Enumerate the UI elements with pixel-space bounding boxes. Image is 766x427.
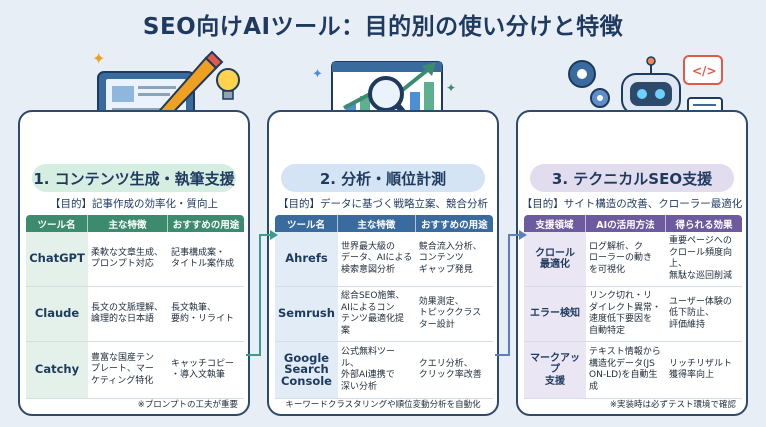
column-header: 主な特徴	[88, 215, 168, 232]
tool-use: 競合流入分析、コンテンツギャップ発見	[415, 232, 493, 287]
tool-use: クエリ分析、クリック率改善	[415, 342, 493, 399]
section-purpose: 【目的】データに基づく戦略立案、競合分析	[278, 198, 488, 210]
table-row: ChatGPT 柔軟な文章生成、プロンプト対応 記事構成案・タイトル案作成	[26, 232, 244, 287]
tool-feature: 豊富な国産テンプレート、マーケティング特化	[88, 342, 168, 399]
svg-text:</>: </>	[692, 64, 717, 78]
tool-feature: 長文の文脈理解、論理的な日本語	[88, 287, 168, 342]
tool-feature: 柔軟な文章生成、プロンプト対応	[88, 232, 168, 287]
section-heading: 2. 分析・順位計測	[281, 164, 485, 192]
expected-effect: ユーザー体験の低下防止、評価維持	[666, 287, 742, 342]
expected-effect: リッチリザルト獲得率向上	[666, 342, 742, 399]
column-header: おすすめの用途	[172, 219, 240, 231]
section-note: ※プロンプトの工夫が重要	[137, 400, 238, 410]
tool-table: 支援領域 AIの活用方法 得られる効果 クロール最適化 ログ解析、クローラーの動…	[524, 215, 742, 399]
tool-name: ChatGPT	[26, 232, 88, 287]
page-title: SEO向けAIツール：目的別の使い分けと特徴	[142, 14, 624, 40]
expected-effect: 重要ページへのクロール頻度向上、無駄な巡回削減	[666, 232, 742, 287]
section-heading: 3. テクニカルSEO支援	[530, 164, 734, 192]
analysis-ranking-card: 2. 分析・順位計測 【目的】データに基づく戦略立案、競合分析 ツール名 主な特…	[267, 110, 499, 416]
table-row: Semrush 総合SEO施策、AIによるコンテンツ最適化提案 効果測定、トピッ…	[275, 287, 493, 342]
tool-use: 記事構成案・タイトル案作成	[168, 232, 244, 287]
area-name: マークアップ支援	[524, 342, 586, 399]
tool-name: Semrush	[275, 287, 338, 342]
tool-use: 長文執筆、要約・リライト	[168, 287, 244, 342]
column-header: 支援領域	[524, 215, 586, 232]
section-purpose: 【目的】サイト構造の改善、クローラー最適化	[521, 198, 743, 210]
area-name: エラー検知	[524, 287, 586, 342]
tool-feature: 公式無料ツール、外部AI連携で深い分析	[337, 342, 416, 399]
svg-text:✦: ✦	[312, 67, 323, 82]
section-heading: 1. コンテンツ生成・執筆支援	[32, 164, 236, 192]
tool-feature: 総合SEO施策、AIによるコンテンツ最適化提案	[337, 287, 416, 342]
section-purpose: 【目的】記事作成の効率化・質向上	[50, 198, 218, 210]
table-row: Catchy 豊富な国産テンプレート、マーケティング特化 キャッチコピー・導入文…	[26, 342, 244, 399]
tool-table: ツール名 主な特徴 おすすめの用途 ChatGPT 柔軟な文章生成、プロンプト対…	[26, 215, 244, 399]
svg-text:✦: ✦	[446, 81, 456, 95]
table-row: Ahrefs 世界最大級のデータ、AIによる検索意図分析 競合流入分析、コンテン…	[275, 232, 493, 287]
column-header: 主な特徴	[338, 215, 416, 232]
tool-name: Catchy	[26, 342, 88, 399]
column-header: ツール名	[275, 215, 338, 232]
robot-gears-icon: </>	[568, 55, 723, 137]
tool-feature: 世界最大級のデータ、AIによる検索意図分析	[337, 232, 416, 287]
connector-arrow-icon	[495, 230, 527, 356]
table-row: Claude 長文の文脈理解、論理的な日本語 長文執筆、要約・リライト	[26, 287, 244, 342]
svg-text:✦: ✦	[92, 49, 105, 68]
tool-table: ツール名 主な特徴 おすすめの用途 Ahrefs 世界最大級のデータ、AIによる…	[275, 215, 493, 399]
column-header: AIの活用方法	[586, 215, 666, 232]
content-generation-card: 1. コンテンツ生成・執筆支援 【目的】記事作成の効率化・質向上 ツール名 主な…	[18, 110, 250, 416]
technical-seo-card: 3. テクニカルSEO支援 【目的】サイト構造の改善、クローラー最適化 支援領域…	[516, 110, 748, 416]
ai-method: リンク切れ・リダイレクト異常・速度低下要因を自動特定	[586, 287, 666, 342]
tool-name: Ahrefs	[275, 232, 338, 287]
area-name: クロール最適化	[524, 232, 586, 287]
section-note: ※実装時は必ずテスト環境で確認	[609, 400, 736, 410]
column-header: おすすめの用途	[421, 219, 488, 231]
table-row: エラー検知 リンク切れ・リダイレクト異常・速度低下要因を自動特定 ユーザー体験の…	[524, 287, 742, 342]
column-header: 得られる効果	[675, 219, 733, 231]
connector-arrow-icon	[246, 230, 278, 356]
tool-use: キャッチコピー・導入文執筆	[168, 342, 244, 399]
tool-name: Claude	[26, 287, 88, 342]
table-row: クロール最適化 ログ解析、クローラーの動きを可視化 重要ページへのクロール頻度向…	[524, 232, 742, 287]
section-note: キーワードクラスタリングや順位変動分析を自動化	[285, 400, 481, 410]
tool-use: 効果測定、トピッククラスター設計	[415, 287, 493, 342]
ai-method: ログ解析、クローラーの動きを可視化	[586, 232, 666, 287]
column-header: ツール名	[26, 215, 88, 232]
